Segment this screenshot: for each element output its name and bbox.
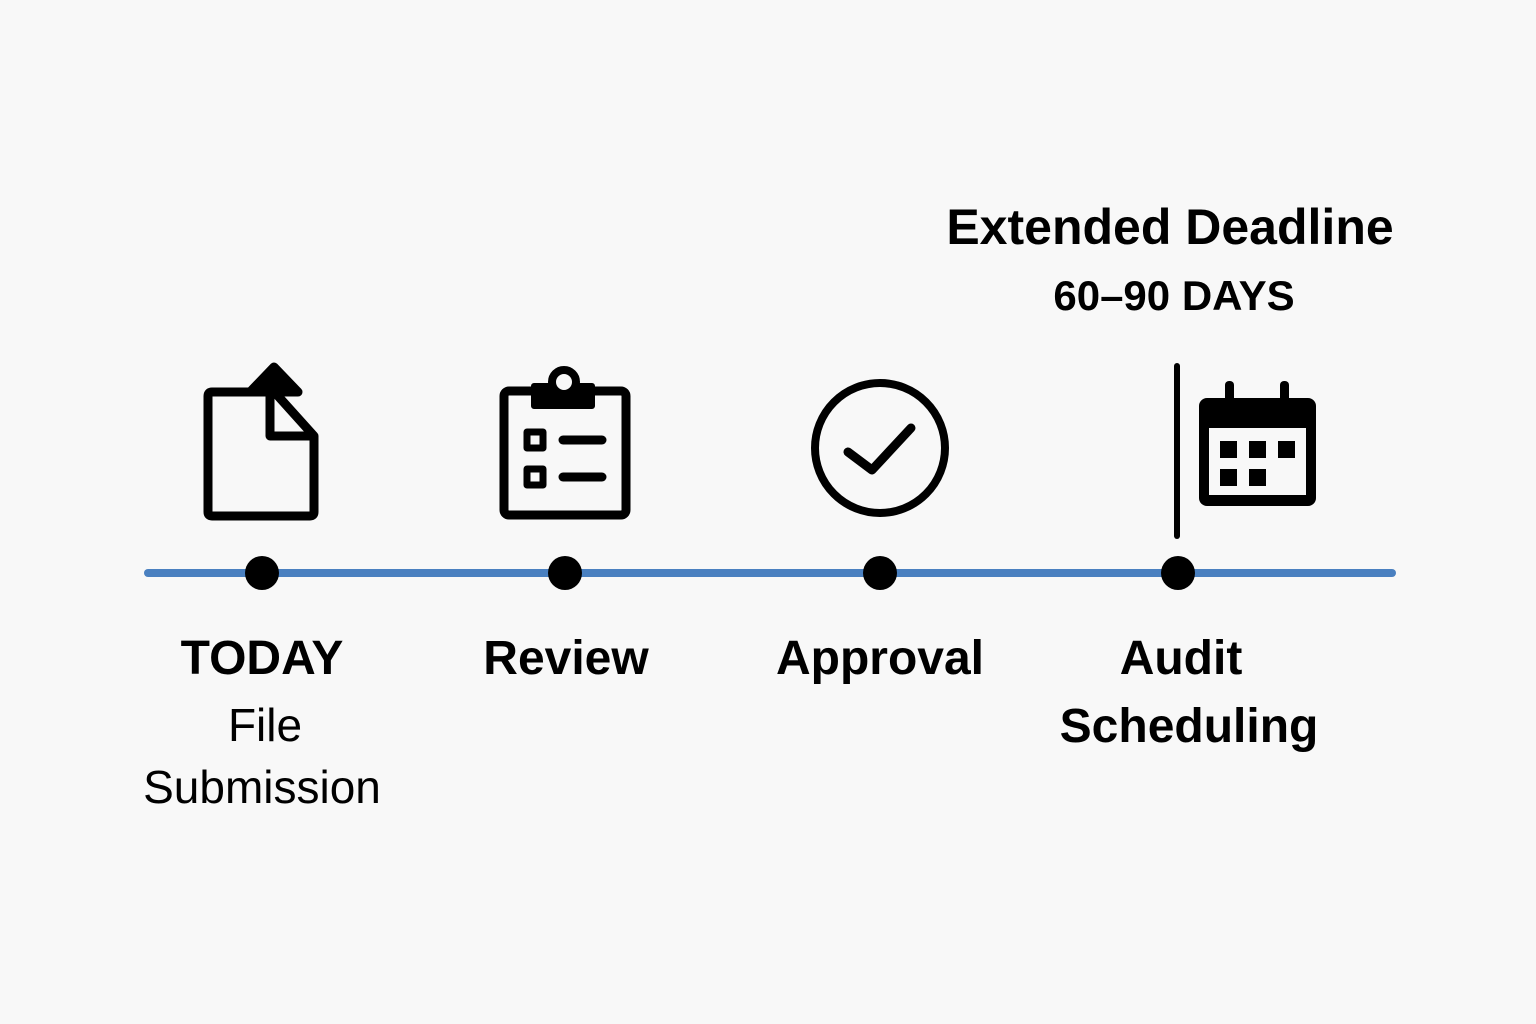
step-title-review: Review <box>483 632 649 685</box>
step-subtitle-submission: Submission <box>143 761 381 813</box>
timeline-dot-audit <box>1161 556 1195 590</box>
step-title-audit: Audit <box>1119 632 1243 685</box>
clipboard-checklist-icon <box>499 366 631 520</box>
timeline-dot-today <box>245 556 279 590</box>
deadline-range: 60–90 DAYS <box>1053 272 1295 319</box>
deadline-title: Extended Deadline <box>946 199 1394 255</box>
step-title-approval: Approval <box>775 632 985 685</box>
step-title-scheduling: Scheduling <box>1059 700 1319 753</box>
timeline-dot-review <box>548 556 582 590</box>
timeline-dot-approval <box>863 556 897 590</box>
step-title-today: TODAY <box>180 632 344 685</box>
check-circle-icon <box>811 379 949 517</box>
calendar-icon <box>1199 381 1316 506</box>
step-subtitle-file: File <box>227 699 303 751</box>
file-upload-icon <box>203 362 319 521</box>
